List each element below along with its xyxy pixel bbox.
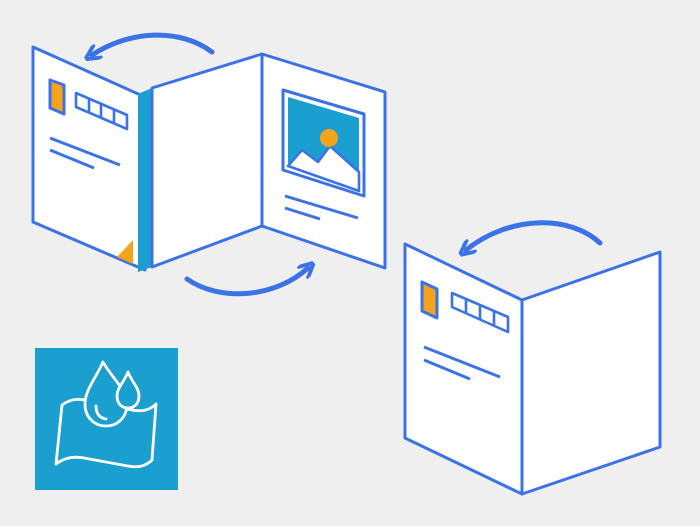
water-resistant-badge	[35, 348, 178, 490]
brochure-middle-panel	[150, 52, 264, 269]
curved-arrow-right-icon	[184, 268, 308, 297]
corner-triangle	[117, 240, 133, 264]
card-address-line-2	[423, 358, 471, 381]
curved-arrow-left-icon	[92, 32, 215, 55]
folded-card	[403, 242, 662, 496]
caption-line-2	[284, 206, 321, 221]
address-line-2	[49, 148, 95, 170]
water-drops-on-paper-icon	[54, 360, 158, 469]
curved-arrow-left-icon-2	[466, 220, 603, 250]
card-address-line-1	[423, 345, 501, 379]
card-postage-boxes	[450, 291, 510, 334]
postage-boxes	[74, 91, 129, 131]
caption-line-1	[284, 194, 359, 220]
brochure-spine	[138, 88, 152, 272]
unfolded-brochure	[31, 45, 387, 272]
card-stamp-icon	[420, 280, 439, 320]
address-line-1	[49, 136, 121, 167]
card-back-panel	[520, 250, 662, 496]
stamp-icon	[48, 78, 66, 116]
landscape-photo-icon	[281, 88, 366, 198]
